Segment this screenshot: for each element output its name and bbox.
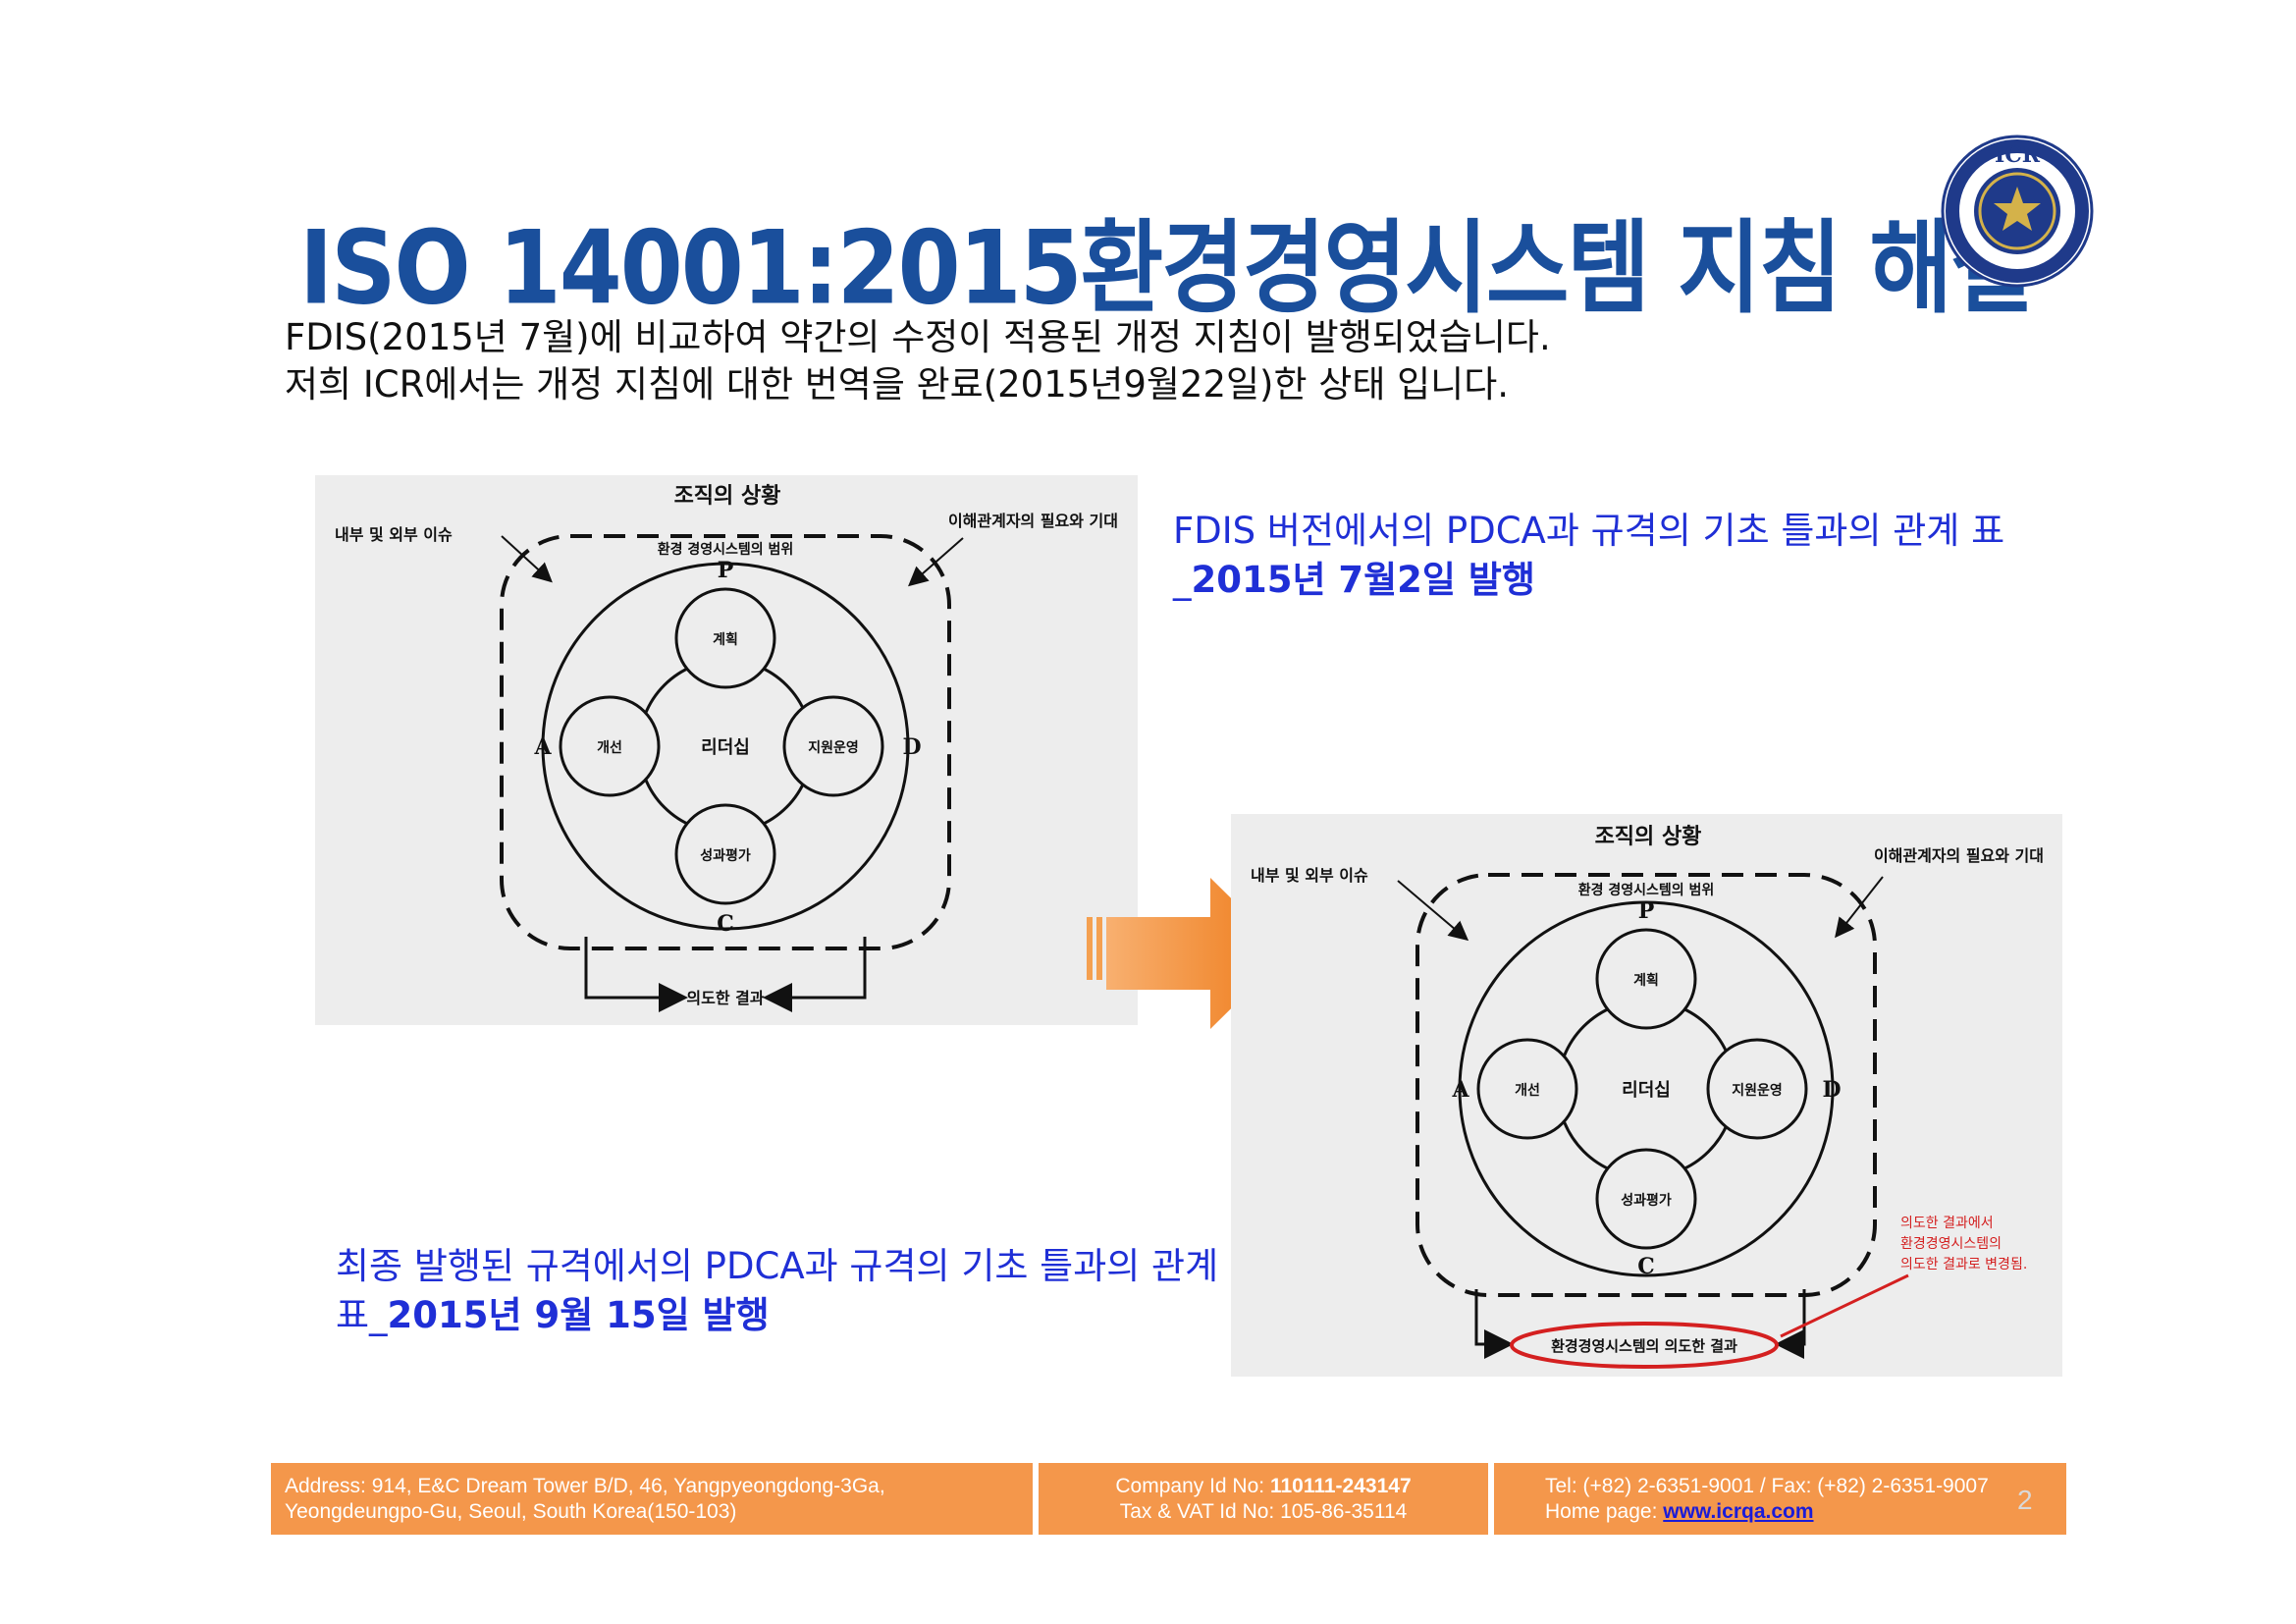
stakeholder-needs-label: 이해관계자의 필요와 기대 <box>948 512 1118 530</box>
intro-text: FDIS(2015년 7월)에 비교하여 약간의 수정이 적용된 개정 지침이 … <box>285 314 1551 408</box>
context-title: 조직의 상황 <box>674 484 781 509</box>
footer-address: Address: 914, E&C Dream Tower B/D, 46, Y… <box>271 1463 1033 1535</box>
final-caption-text: 최종 발행된 규격에서의 PDCA과 규격의 기초 틀과의 관계 표_ <box>336 1245 1219 1336</box>
address-line-2: Yeongdeungpo-Gu, Seoul, South Korea(150-… <box>285 1500 737 1523</box>
act-letter: A <box>533 734 552 760</box>
improvement-circle <box>1476 1038 1578 1140</box>
pdca-cycle <box>1458 900 1835 1277</box>
outcome-bracket-left <box>1474 1289 1514 1359</box>
final-caption-date: 2015년 9월 15일 발행 <box>387 1294 770 1336</box>
check-letter: C <box>717 911 734 937</box>
plan-label: 계획 <box>713 631 738 648</box>
change-note-line-3: 의도한 결과로 변경됨. <box>1900 1257 2028 1272</box>
icr-logo: ICR <box>1941 135 2094 288</box>
context-boundary <box>1415 873 1877 1297</box>
improvement-label: 개선 <box>597 740 622 756</box>
change-note: 의도한 결과에서 환경경영시스템의 의도한 결과로 변경됨. <box>1900 1214 2027 1275</box>
support-label: 지원운영 <box>808 739 859 756</box>
change-note-line-1: 의도한 결과에서 <box>1900 1216 1994 1231</box>
plan-letter: P <box>1638 898 1655 924</box>
page-number: 2 <box>2017 1485 2033 1515</box>
plan-circle <box>674 587 776 689</box>
do-letter: D <box>1822 1077 1841 1103</box>
outcome-bracket-left <box>584 937 688 1012</box>
evaluation-label: 성과평가 <box>1621 1192 1672 1209</box>
needs-arrow <box>907 537 964 587</box>
logo-letters: ICR <box>1995 142 2041 168</box>
footer-company: Company Id No: 110111-243147 Tax & VAT I… <box>1039 1463 1488 1535</box>
scope-label: 환경 경영시스템의 범위 <box>658 541 794 558</box>
improvement-circle <box>559 695 661 797</box>
context-boundary <box>500 534 951 950</box>
fdis-caption-date: 2015년 7월2일 발행 <box>1191 559 1535 601</box>
issues-arrow <box>1397 880 1469 942</box>
outcome-bracket-right <box>763 937 867 1012</box>
footer: Address: 914, E&C Dream Tower B/D, 46, Y… <box>271 1463 2066 1535</box>
do-letter: D <box>902 734 921 760</box>
tel-fax: Tel: (+82) 2-6351-9001 / Fax: (+82) 2-63… <box>1545 1475 1989 1497</box>
change-note-line-2: 환경경영시스템의 <box>1900 1236 2002 1252</box>
final-caption: 최종 발행된 규격에서의 PDCA과 규격의 기초 틀과의 관계 표_2015년… <box>336 1242 1219 1340</box>
outcome-bracket-right <box>1775 1289 1806 1359</box>
pdca-cycle <box>541 562 910 931</box>
page-title: ISO 14001:2015환경경영시스템 지침 해설 <box>299 209 2034 328</box>
act-letter: A <box>1451 1077 1469 1103</box>
outcome-highlight <box>1510 1322 1779 1369</box>
stakeholder-needs-label: 이해관계자의 필요와 기대 <box>1874 846 2044 865</box>
evaluation-circle <box>674 803 776 905</box>
fdis-diagram: 조직의 상황 내부 및 외부 이슈 이해관계자의 필요와 기대 환경 경영시스템… <box>315 475 1138 1025</box>
outcome-label: 의도한 결과 <box>686 989 764 1007</box>
evaluation-circle <box>1595 1148 1697 1250</box>
address-line-1: Address: 914, E&C Dream Tower B/D, 46, Y… <box>285 1475 885 1497</box>
issues-arrow <box>501 535 553 583</box>
homepage-link[interactable]: www.icrqa.com <box>1663 1500 1814 1523</box>
intro-line-2: 저희 ICR에서는 개정 지침에 대한 번역을 완료(2015년9월22일)한 … <box>285 363 1509 406</box>
footer-contact: Tel: (+82) 2-6351-9001 / Fax: (+82) 2-63… <box>1494 1463 2066 1535</box>
context-title: 조직의 상황 <box>1595 825 1702 849</box>
note-pointer <box>1780 1273 1909 1338</box>
plan-circle <box>1595 928 1697 1030</box>
company-id: 110111-243147 <box>1269 1475 1412 1497</box>
check-letter: C <box>1637 1254 1655 1279</box>
fdis-caption-text: FDIS 버전에서의 PDCA과 규격의 기초 틀과의 관계 표_ <box>1173 510 2005 601</box>
support-label: 지원운영 <box>1732 1082 1783 1099</box>
external-issues-label: 내부 및 외부 이슈 <box>1251 866 1368 885</box>
leadership-label: 리더십 <box>701 737 750 758</box>
improvement-label: 개선 <box>1515 1083 1540 1099</box>
fdis-caption: FDIS 버전에서의 PDCA과 규격의 기초 틀과의 관계 표_2015년 7… <box>1173 507 2056 605</box>
homepage-label: Home page: <box>1545 1500 1664 1523</box>
plan-letter: P <box>718 558 734 583</box>
leadership-label: 리더십 <box>1622 1080 1671 1101</box>
company-id-label: Company Id No: <box>1115 1475 1270 1497</box>
support-circle <box>782 695 884 797</box>
external-issues-label: 내부 및 외부 이슈 <box>335 525 453 544</box>
tax-id: Tax & VAT Id No: 105-86-35114 <box>1119 1500 1408 1523</box>
outcome-label: 환경경영시스템의 의도한 결과 <box>1551 1337 1737 1355</box>
scope-label: 환경 경영시스템의 범위 <box>1578 882 1715 898</box>
plan-label: 계획 <box>1633 972 1659 989</box>
intro-line-1: FDIS(2015년 7월)에 비교하여 약간의 수정이 적용된 개정 지침이 … <box>285 316 1551 358</box>
support-circle <box>1706 1038 1808 1140</box>
evaluation-label: 성과평가 <box>700 847 751 864</box>
final-diagram: 조직의 상황 내부 및 외부 이슈 이해관계자의 필요와 기대 환경 경영시스템… <box>1231 814 2062 1377</box>
